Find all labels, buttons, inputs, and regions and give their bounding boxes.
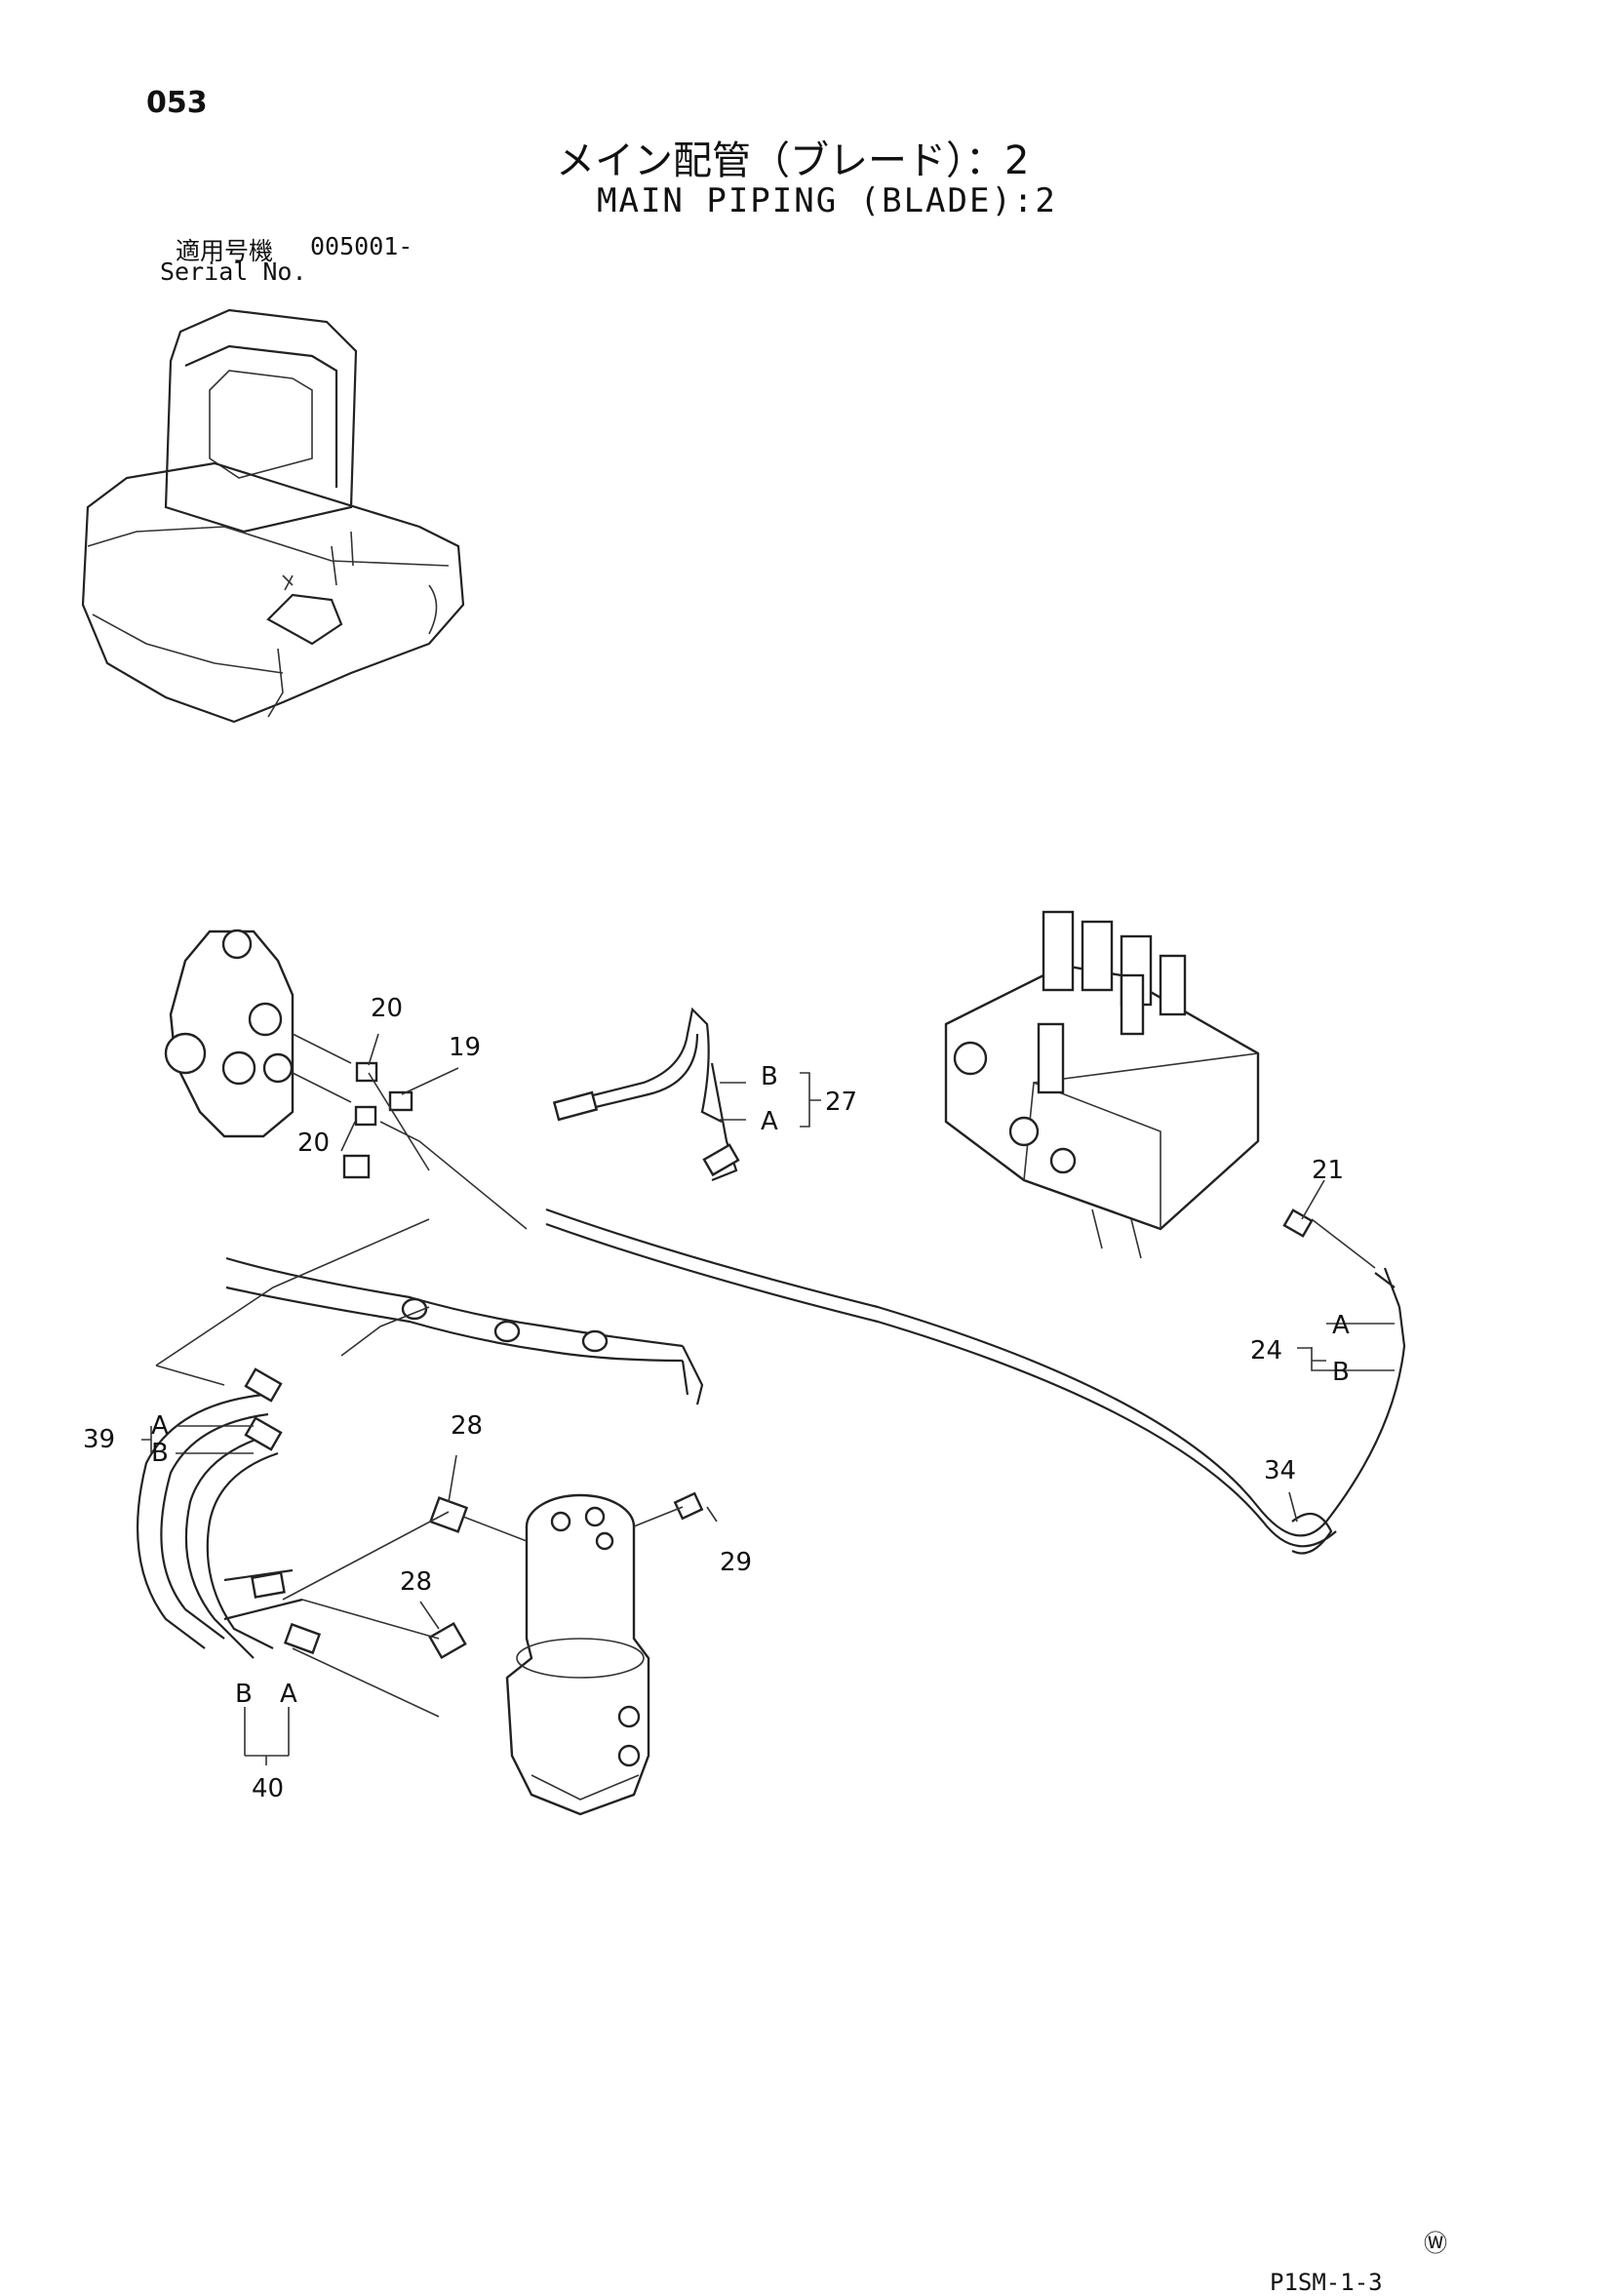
fitting-28-top [428, 1496, 469, 1533]
callout-29: 29 [720, 1548, 752, 1577]
callout-39-b: B [151, 1439, 169, 1468]
fitting-28-bottom [428, 1621, 467, 1660]
callout-21: 21 [1312, 1156, 1344, 1185]
callout-24: 24 [1250, 1336, 1282, 1366]
fitting-29 [673, 1491, 704, 1521]
long-hose-24 [545, 1207, 1406, 1555]
callout-leaders [141, 1033, 1395, 1765]
callout-28-bottom: 28 [400, 1567, 432, 1597]
callout-34: 34 [1264, 1456, 1296, 1485]
callout-39: 39 [83, 1425, 115, 1454]
fitting-19 [388, 1090, 413, 1112]
page-title-english: MAIN PIPING (BLADE):2 [597, 181, 1057, 220]
callout-19: 19 [449, 1033, 481, 1062]
callout-27-a: A [761, 1107, 778, 1136]
main-control-valve [944, 910, 1260, 1259]
page-reference: P1SM-1-3 [1270, 2269, 1383, 2296]
callout-39-a: A [151, 1411, 169, 1441]
callout-20-top: 20 [371, 994, 403, 1023]
callout-40-b: B [235, 1680, 253, 1709]
serial-label-english: Serial No. [160, 257, 307, 286]
page-number: 053 [146, 86, 208, 120]
page-title-japanese: メイン配管（ブレード）：2 [556, 139, 1030, 183]
callout-28-top: 28 [451, 1411, 483, 1441]
hose-27-assembly [552, 1007, 740, 1182]
fitting-20-top [355, 1061, 378, 1083]
callout-20-bottom: 20 [297, 1128, 330, 1158]
callout-40: 40 [252, 1774, 284, 1803]
callout-labels: 20 19 20 B A 27 21 24 A B 34 39 A B 28 2… [83, 994, 1350, 1803]
fitting-20-bottom [354, 1105, 377, 1127]
callout-27-b: B [761, 1062, 778, 1091]
center-swivel-joint [505, 1493, 650, 1816]
machine-overview-illustration [81, 308, 465, 724]
watermark-symbol: Ⓦ [1424, 2230, 1447, 2257]
left-hoses-39-40 [136, 1218, 430, 1659]
callout-24-b: B [1332, 1358, 1350, 1387]
callout-40-a: A [280, 1680, 297, 1709]
fittings [282, 1061, 704, 1718]
blade-pipe [225, 1256, 704, 1405]
serial-label-japanese: 適用号機 [176, 237, 274, 265]
blade-control-valve [164, 929, 352, 1138]
callout-24-a: A [1332, 1311, 1350, 1340]
fitting-elbow [342, 1154, 371, 1179]
callout-27: 27 [825, 1088, 857, 1117]
serial-number-value: 005001- [310, 232, 413, 260]
